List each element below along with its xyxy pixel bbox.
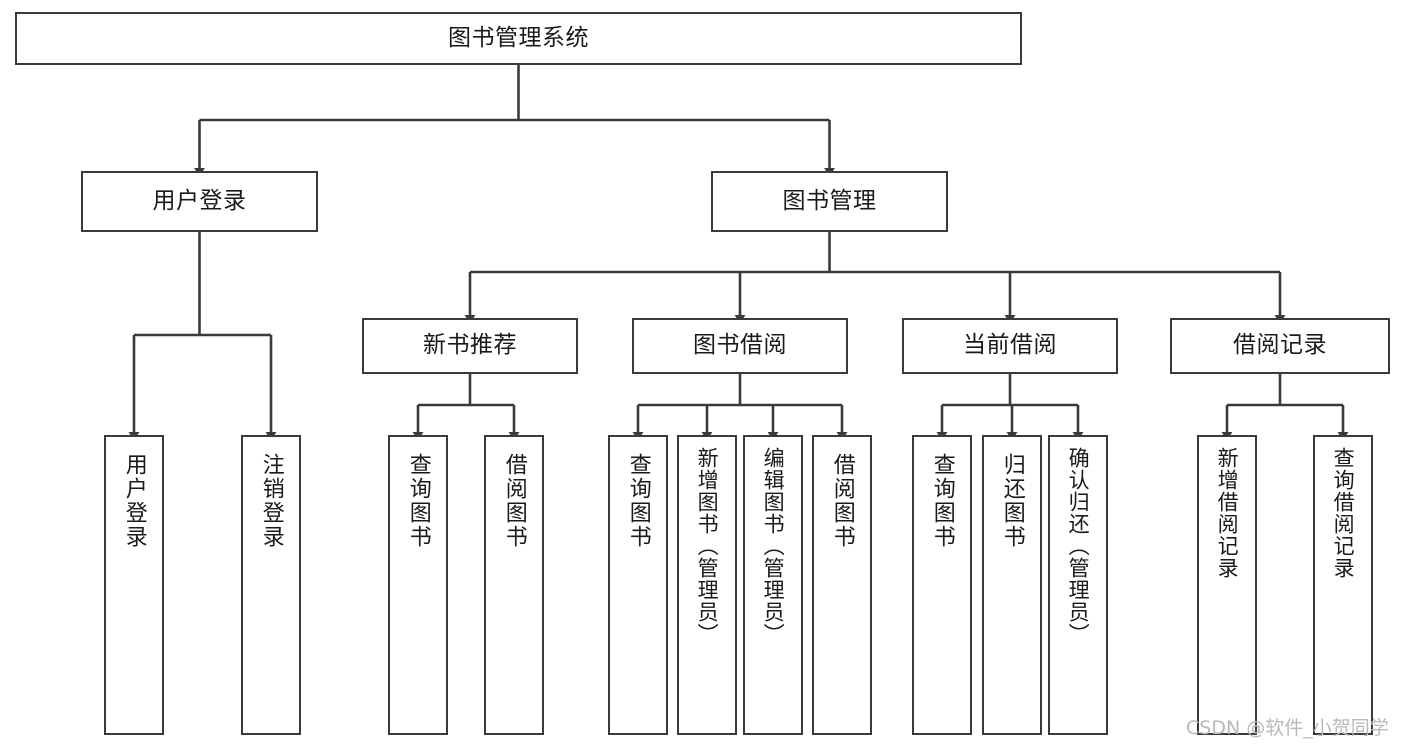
node-l2-books[interactable]: 图书管理 xyxy=(711,171,948,232)
node-label: 查询图书 xyxy=(929,453,955,549)
node-label: 归还图书 xyxy=(999,453,1025,549)
csdn-watermark: CSDN @软件_小贺同学 xyxy=(1186,717,1389,739)
node-label: 借阅记录 xyxy=(1233,332,1327,359)
node-label: 借阅图书 xyxy=(829,453,855,549)
node-l4-d3[interactable]: 确认归还（管理员） xyxy=(1048,435,1108,735)
node-l3-borrow[interactable]: 图书借阅 xyxy=(632,318,848,374)
node-label: 新增图书（管理员） xyxy=(695,447,720,645)
node-l4-c2[interactable]: 新增图书（管理员） xyxy=(677,435,737,735)
node-label: 查询图书 xyxy=(405,453,431,549)
node-label: 查询图书 xyxy=(625,453,651,549)
node-l4-d1[interactable]: 查询图书 xyxy=(912,435,972,735)
node-label: 图书管理 xyxy=(782,187,877,214)
node-label: 用户登录 xyxy=(121,453,147,549)
node-l4-d2[interactable]: 归还图书 xyxy=(982,435,1042,735)
node-label: 当前借阅 xyxy=(963,332,1057,359)
node-l4-b1[interactable]: 查询图书 xyxy=(388,435,448,735)
node-l4-a2[interactable]: 注销登录 xyxy=(241,435,301,735)
node-label: 新书推荐 xyxy=(423,332,517,359)
node-l3-new[interactable]: 新书推荐 xyxy=(362,318,578,374)
node-label: 用户登录 xyxy=(152,187,247,214)
node-l4-c3[interactable]: 编辑图书（管理员） xyxy=(743,435,803,735)
node-l4-e1[interactable]: 新增借阅记录 xyxy=(1197,435,1257,735)
node-l4-c4[interactable]: 借阅图书 xyxy=(812,435,872,735)
node-label: 查询借阅记录 xyxy=(1331,447,1356,579)
node-label: 借阅图书 xyxy=(501,453,527,549)
node-label: 图书管理系统 xyxy=(448,24,589,51)
node-l2-login[interactable]: 用户登录 xyxy=(81,171,318,232)
node-label: 注销登录 xyxy=(258,453,284,549)
node-l4-c1[interactable]: 查询图书 xyxy=(608,435,668,735)
node-l3-record[interactable]: 借阅记录 xyxy=(1170,318,1390,374)
node-l4-b2[interactable]: 借阅图书 xyxy=(484,435,544,735)
node-l4-e2[interactable]: 查询借阅记录 xyxy=(1313,435,1373,735)
node-label: 编辑图书（管理员） xyxy=(761,447,786,645)
node-root[interactable]: 图书管理系统 xyxy=(15,12,1022,65)
node-label: 图书借阅 xyxy=(693,332,787,359)
node-label: 确认归还（管理员） xyxy=(1066,447,1091,645)
node-l4-a1[interactable]: 用户登录 xyxy=(104,435,164,735)
node-label: 新增借阅记录 xyxy=(1215,447,1240,579)
node-l3-current[interactable]: 当前借阅 xyxy=(902,318,1118,374)
